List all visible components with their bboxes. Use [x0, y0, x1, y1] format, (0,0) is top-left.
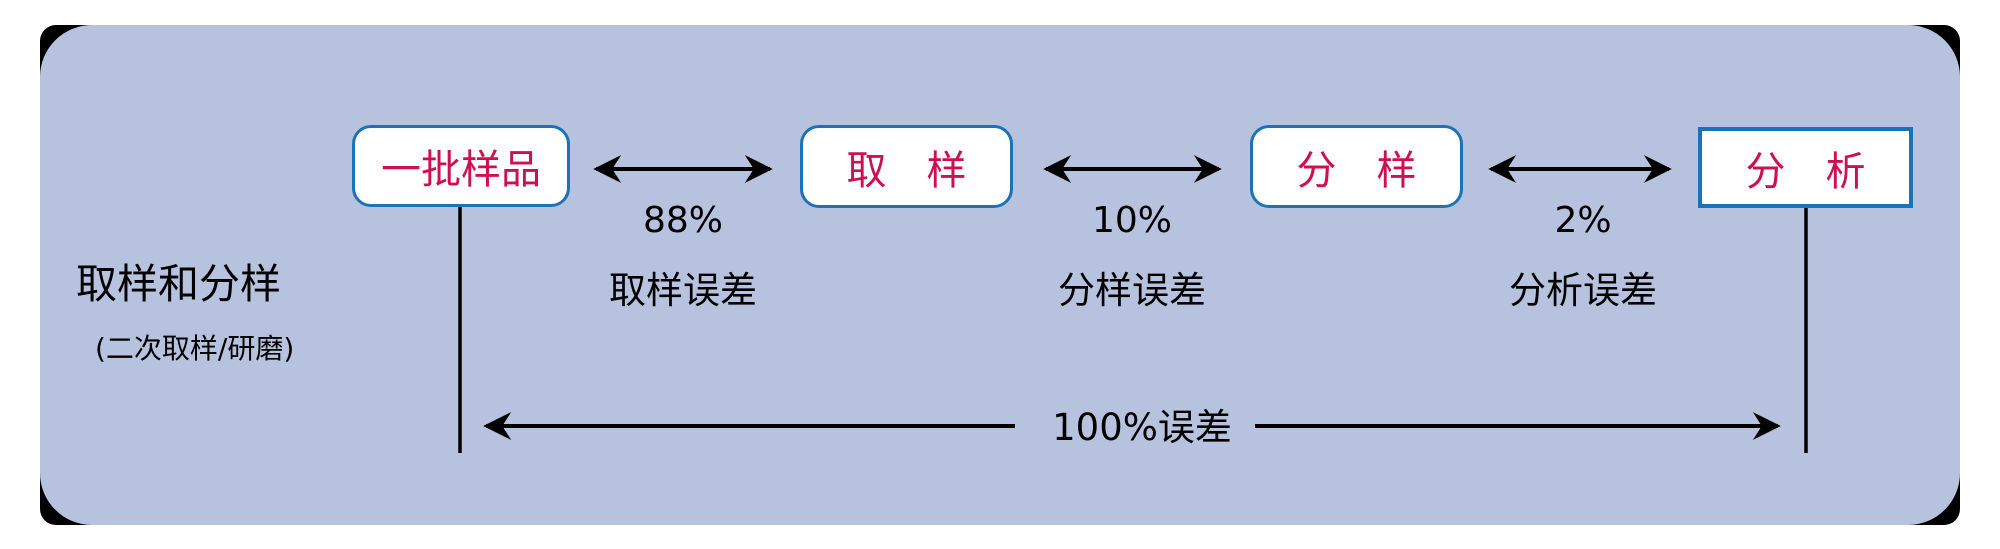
box-sampling: 取 样	[800, 125, 1013, 208]
analysis-error-label: 分析误差	[1509, 269, 1657, 312]
total-error-label: 100%误差	[1052, 405, 1232, 449]
diagram-panel	[40, 25, 1960, 525]
analysis-error-percent: 2%	[1554, 200, 1612, 241]
box-sample-splitting: 分 样	[1250, 125, 1463, 208]
splitting-error-percent: 10%	[1091, 200, 1173, 241]
sampling-error-label: 取样误差	[609, 269, 757, 312]
box-sample-batch: 一批样品	[352, 125, 570, 207]
splitting-error-label: 分样误差	[1058, 269, 1206, 312]
diagram-title: 取样和分样	[76, 260, 281, 308]
diagram-subtitle: (二次取样/研磨)	[95, 332, 295, 365]
box-analysis: 分 析	[1698, 127, 1913, 208]
sampling-error-percent: 88%	[642, 200, 724, 241]
